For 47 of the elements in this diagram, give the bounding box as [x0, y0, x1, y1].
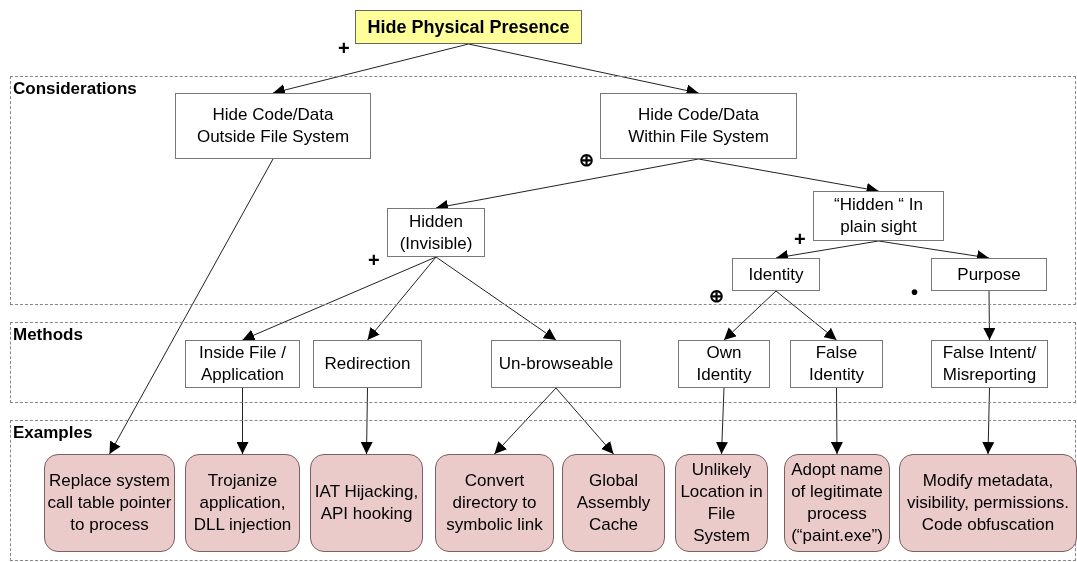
- section-band: [10, 420, 1076, 561]
- arrow: [830, 387, 843, 455]
- operator-symbol: +: [794, 229, 806, 249]
- operator-symbol: +: [338, 38, 350, 58]
- section-title: Considerations: [13, 78, 137, 100]
- process-box: “Hidden “ In plain sight: [813, 191, 944, 241]
- arrow: [242, 256, 437, 341]
- process-box: False Intent/ Misreporting: [931, 340, 1048, 388]
- arrow: [360, 387, 373, 455]
- arrow: [367, 256, 437, 341]
- section-title: Methods: [13, 324, 83, 346]
- process-box: Identity: [732, 258, 820, 291]
- arrow: [775, 290, 837, 341]
- arrow: [715, 387, 728, 455]
- arrow: [982, 387, 995, 455]
- example-box: Replace system call table pointer to process: [44, 454, 175, 552]
- example-box: Adopt name of legitimate process (“paint.exe”): [784, 454, 890, 552]
- operator-symbol: ⊕: [579, 151, 594, 169]
- process-box: Hide Code/Data Outside File System: [175, 93, 371, 159]
- example-box: Modify metadata, visibility, permissions. Code obfuscation: [899, 454, 1077, 552]
- arrow: [236, 387, 249, 455]
- example-box: Trojanize application, DLL injection: [185, 454, 300, 552]
- process-box: Inside File / Application: [185, 340, 300, 388]
- arrow: [109, 158, 274, 455]
- example-box: Global Assembly Cache: [562, 454, 665, 552]
- section-band: [10, 76, 1076, 305]
- goal-box: Hide Physical Presence: [355, 10, 582, 44]
- arrow: [983, 290, 996, 341]
- arrow: [555, 387, 614, 455]
- operator-symbol: ⊕: [709, 287, 724, 305]
- arrow: [494, 387, 557, 455]
- example-box: Convert directory to symbolic link: [435, 454, 554, 552]
- process-box: Hidden (Invisible): [387, 208, 485, 257]
- operator-symbol: +: [368, 250, 380, 270]
- arrow: [723, 290, 777, 341]
- process-box: Redirection: [313, 340, 422, 388]
- section-title: Examples: [13, 422, 93, 444]
- example-box: IAT Hijacking, API hooking: [310, 454, 423, 552]
- process-box: Hide Code/Data Within File System: [600, 93, 797, 159]
- process-box: Un-browseable: [491, 340, 621, 388]
- section-band: [10, 322, 1076, 403]
- process-box: False Identity: [790, 340, 883, 388]
- example-box: Unlikely Location in File System: [675, 454, 768, 552]
- process-box: Own Identity: [678, 340, 770, 388]
- arrow: [435, 256, 557, 341]
- process-box: Purpose: [931, 258, 1047, 291]
- operator-symbol: •: [911, 282, 918, 302]
